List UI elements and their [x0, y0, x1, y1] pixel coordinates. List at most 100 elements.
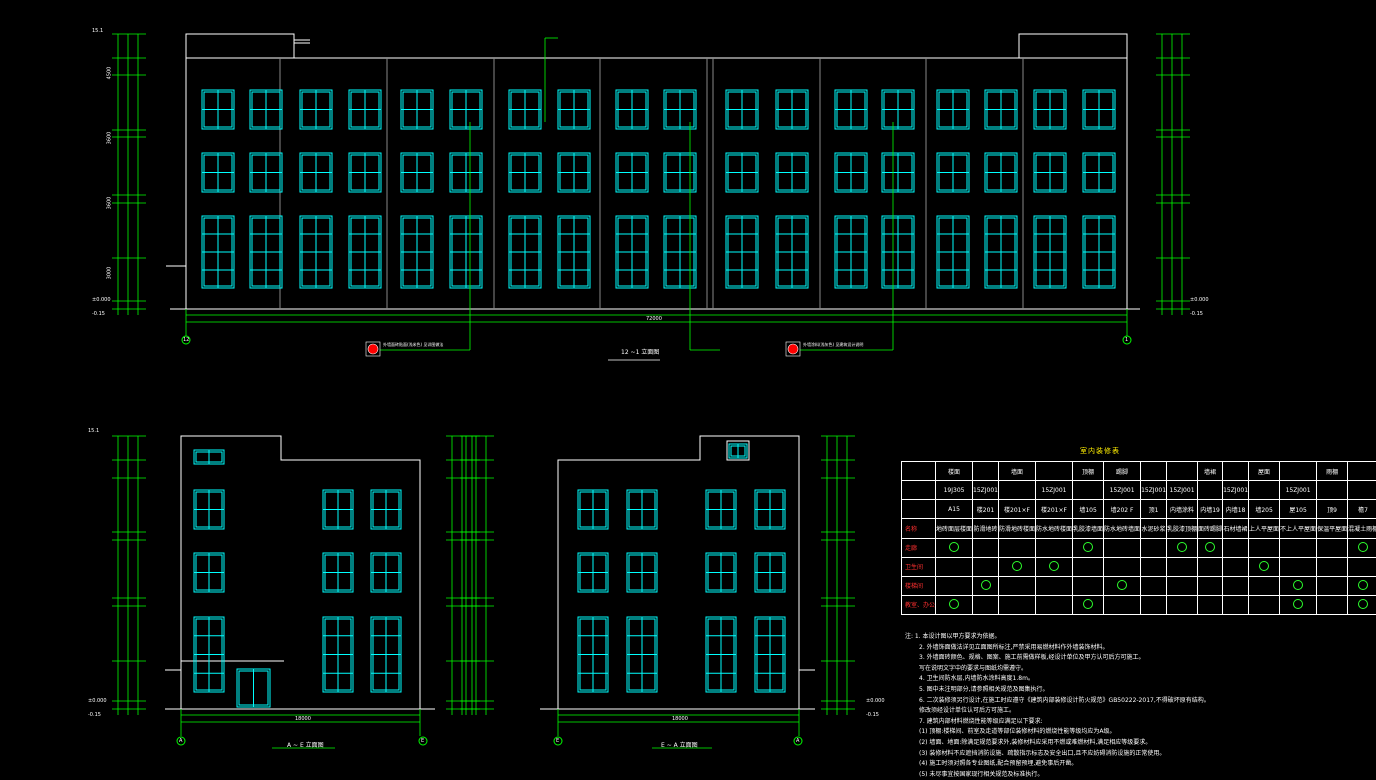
- header3-cell-8: 内墙涂料: [1167, 500, 1198, 519]
- finish-cell: [1036, 557, 1073, 576]
- front-level-dim-2: 3600: [106, 197, 112, 210]
- window-mid-17: [1083, 153, 1115, 192]
- finish-cell: [1141, 576, 1167, 595]
- axis-label-A-right: A: [796, 738, 799, 744]
- finish-cell: [1317, 538, 1348, 557]
- finish-cell: [1348, 557, 1376, 576]
- window-low-6: [509, 216, 541, 288]
- sideR-level-ground: ±0.000: [866, 698, 885, 704]
- finish-cell: [1317, 576, 1348, 595]
- header2-cell-0: [902, 481, 936, 500]
- header3-cell-11: 墙205: [1249, 500, 1280, 519]
- header2-cell-5: [1073, 481, 1104, 500]
- header2-cell-10: 15ZJ001: [1223, 481, 1249, 500]
- side-left-dimension-lines: [112, 436, 146, 715]
- finish-cell: [1141, 595, 1167, 614]
- sideR-window-2: [627, 490, 657, 529]
- header1-cell-6: 踢脚: [1104, 462, 1141, 481]
- finish-cell: [1104, 595, 1141, 614]
- note-line: (5) 未尽事宜按国家现行相关规范及标准执行。: [905, 770, 1210, 780]
- window-mid-11: [776, 153, 808, 192]
- finish-cell: [936, 576, 973, 595]
- sideR-window-11: [706, 617, 736, 692]
- sideR-window-8: [755, 490, 785, 529]
- front-level-ground: ±0.000: [92, 297, 111, 303]
- finish-marker-red-2: [788, 344, 798, 354]
- header1-cell-2: [973, 462, 999, 481]
- sideR-window-3: [578, 553, 608, 592]
- finish-cell: [1223, 557, 1249, 576]
- axis-label-E-left: E: [421, 738, 424, 744]
- finish-cell: [1249, 595, 1280, 614]
- header4-cell-0: 名称: [902, 519, 936, 538]
- window-top-9: [664, 90, 696, 129]
- selected-circle-icon: [1083, 542, 1093, 552]
- front-elevation: [166, 34, 1140, 309]
- note-line: 2. 外墙饰面做法详见立面图所标注,严禁采用易燃材料作外墙装饰材料。: [905, 643, 1210, 654]
- header4-cell-14: 混凝土雨棚: [1348, 519, 1376, 538]
- window-top-11: [776, 90, 808, 129]
- header3-cell-13: 顶9: [1317, 500, 1348, 519]
- sideL-window-1: [194, 490, 224, 529]
- window-top-4: [401, 90, 433, 129]
- header4-cell-7: 水泥砂浆: [1141, 519, 1167, 538]
- finish-cell: [1198, 595, 1223, 614]
- header4-cell-10: 石材墙裙: [1223, 519, 1249, 538]
- finish-cell: [999, 595, 1036, 614]
- finish-legend-1: 外墙面砖贴面(浅米色) 见详图做法: [383, 342, 443, 348]
- finish-cell: [1073, 576, 1104, 595]
- note-line: (3) 装修材料不应遮挡消防设施、疏散指示标志及安全出口,且不应妨碍消防设施的正…: [905, 749, 1210, 760]
- header3-cell-0: [902, 500, 936, 519]
- front-right-dimension-lines: [1156, 34, 1190, 315]
- sideL-entrance-door: [237, 669, 270, 707]
- window-mid-7: [558, 153, 590, 192]
- sideL-window-3: [194, 617, 224, 692]
- window-top-8: [616, 90, 648, 129]
- finish-cell: [936, 538, 973, 557]
- sideL-window-4: [323, 490, 353, 529]
- header3-cell-9: 内墙19: [1198, 500, 1223, 519]
- window-top-10: [726, 90, 758, 129]
- sideL-level-top: 15.1: [88, 428, 99, 434]
- header1-cell-13: 雨棚: [1317, 462, 1348, 481]
- sideL-window-9: [371, 617, 401, 692]
- header1-cell-14: [1348, 462, 1376, 481]
- window-top-12: [835, 90, 867, 129]
- header2-cell-7: 15ZJ001: [1141, 481, 1167, 500]
- selected-circle-icon: [1358, 580, 1368, 590]
- finish-cell: [1317, 595, 1348, 614]
- window-low-8: [616, 216, 648, 288]
- window-low-14: [937, 216, 969, 288]
- note-line: 3. 外墙面砖颜色、规格、图案、施工前需做样板,经设计单位及甲方认可后方可施工。: [905, 653, 1210, 664]
- header2-cell-12: 15ZJ001: [1280, 481, 1317, 500]
- header4-cell-3: 防滑地砖楼面: [999, 519, 1036, 538]
- finish-cell: [1167, 538, 1198, 557]
- finish-cell: [936, 557, 973, 576]
- finish-cell: [973, 576, 999, 595]
- selected-circle-icon: [1012, 561, 1022, 571]
- header4-cell-9: 面砖踢脚: [1198, 519, 1223, 538]
- window-mid-15: [985, 153, 1017, 192]
- selected-circle-icon: [1259, 561, 1269, 571]
- window-mid-5: [450, 153, 482, 192]
- finish-cell: [1249, 538, 1280, 557]
- header1-cell-3: 墙面: [999, 462, 1036, 481]
- header1-cell-10: [1223, 462, 1249, 481]
- table-row: 楼梯间: [902, 576, 1376, 595]
- side-elevation-left: [165, 436, 435, 709]
- window-mid-3: [349, 153, 381, 192]
- finish-cell: [1036, 576, 1073, 595]
- header2-cell-1: 19J305: [936, 481, 973, 500]
- front-left-dimension-lines: [112, 34, 146, 315]
- finish-cell: [1104, 576, 1141, 595]
- header2-cell-2: 15ZJ001: [973, 481, 999, 500]
- sideL-window-small: [194, 450, 224, 464]
- finish-cell: [1317, 557, 1348, 576]
- window-top-1: [250, 90, 282, 129]
- finish-cell: [1280, 576, 1317, 595]
- header4-cell-5: 乳胶漆墙面: [1073, 519, 1104, 538]
- finish-cell: [1167, 557, 1198, 576]
- header1-cell-7: [1141, 462, 1167, 481]
